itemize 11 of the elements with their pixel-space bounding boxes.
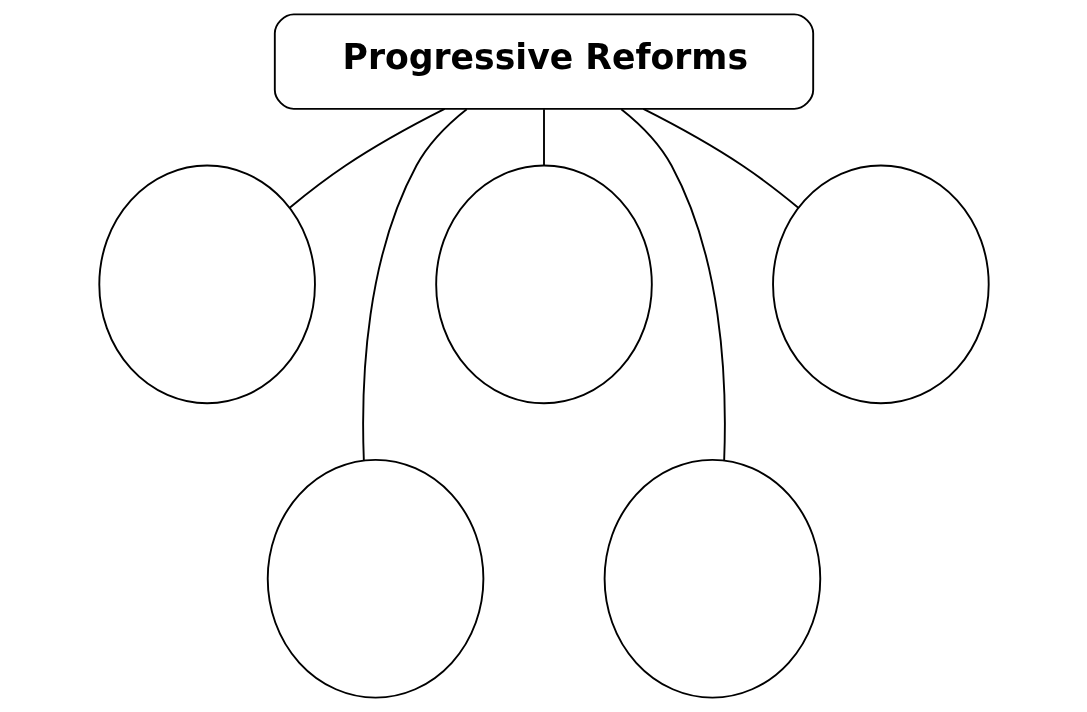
connector bbox=[288, 107, 446, 209]
node-ellipse bbox=[97, 164, 316, 405]
node-ellipse bbox=[603, 458, 821, 699]
connector bbox=[361, 108, 468, 462]
connector bbox=[542, 108, 545, 167]
connector bbox=[641, 107, 799, 209]
node-box: Progressive Reforms bbox=[273, 13, 814, 110]
node-ellipse bbox=[771, 164, 990, 405]
connector bbox=[619, 108, 726, 462]
node-ellipse bbox=[266, 458, 484, 699]
node-ellipse bbox=[434, 164, 653, 405]
